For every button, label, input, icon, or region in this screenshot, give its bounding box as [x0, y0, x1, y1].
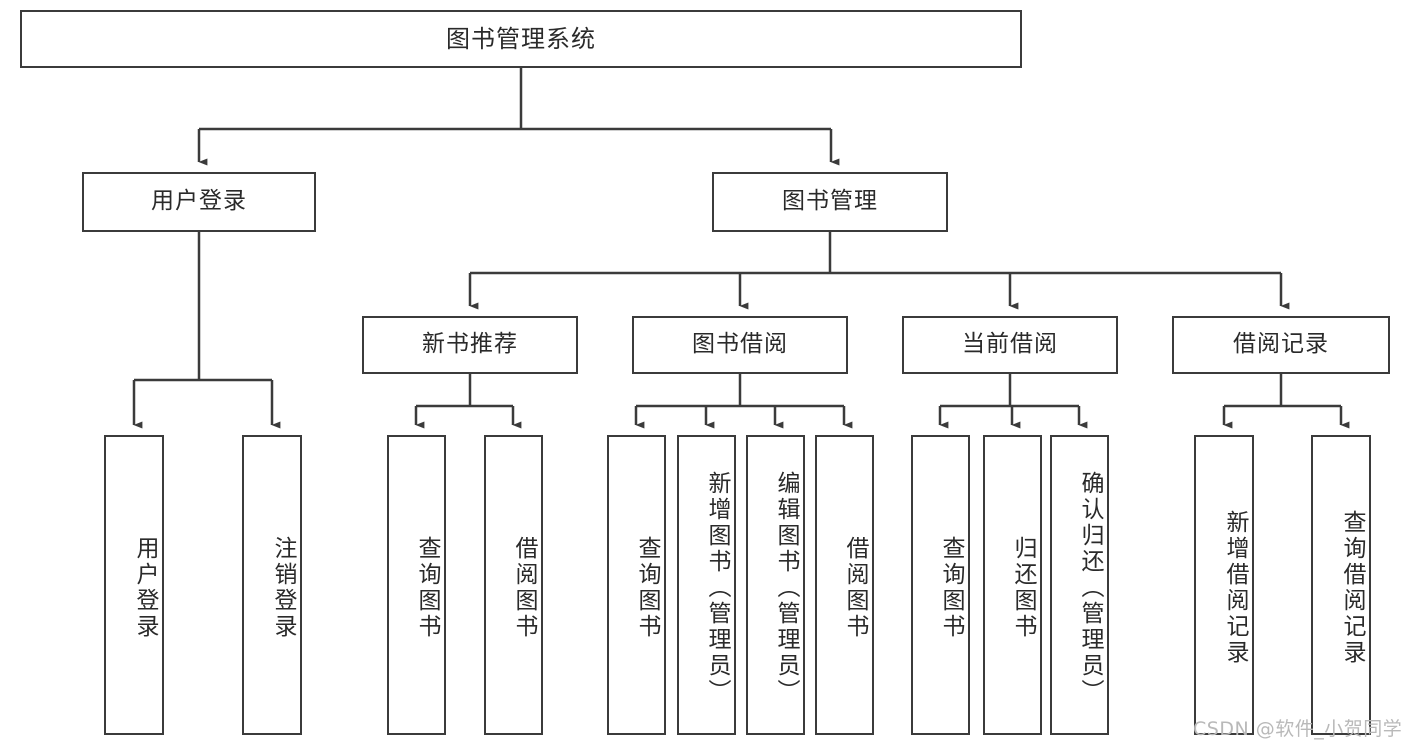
- node-leaf-2[interactable]: 查询图书: [387, 435, 446, 735]
- node-level3-3[interactable]: 借阅记录: [1172, 316, 1390, 374]
- node-level2-1[interactable]: 图书管理: [712, 172, 948, 232]
- node-leaf-12[interactable]: 查询借阅记录: [1311, 435, 1371, 735]
- csdn-watermark: CSDN @软件_小贺同学: [1193, 718, 1403, 740]
- node-leaf-11[interactable]: 新增借阅记录: [1194, 435, 1254, 735]
- node-leaf-7[interactable]: 借阅图书: [815, 435, 874, 735]
- node-leaf-4[interactable]: 查询图书: [607, 435, 666, 735]
- node-leaf-3[interactable]: 借阅图书: [484, 435, 543, 735]
- node-leaf-0[interactable]: 用户登录: [104, 435, 164, 735]
- node-leaf-9[interactable]: 归还图书: [983, 435, 1042, 735]
- node-leaf-6[interactable]: 编辑图书（管理员）: [746, 435, 805, 735]
- node-leaf-1[interactable]: 注销登录: [242, 435, 302, 735]
- node-leaf-5[interactable]: 新增图书（管理员）: [677, 435, 736, 735]
- node-level3-2[interactable]: 当前借阅: [902, 316, 1118, 374]
- node-leaf-10[interactable]: 确认归还（管理员）: [1050, 435, 1109, 735]
- node-level2-0[interactable]: 用户登录: [82, 172, 316, 232]
- node-level3-0[interactable]: 新书推荐: [362, 316, 578, 374]
- node-leaf-8[interactable]: 查询图书: [911, 435, 970, 735]
- node-level3-1[interactable]: 图书借阅: [632, 316, 848, 374]
- node-root-system[interactable]: 图书管理系统: [20, 10, 1022, 68]
